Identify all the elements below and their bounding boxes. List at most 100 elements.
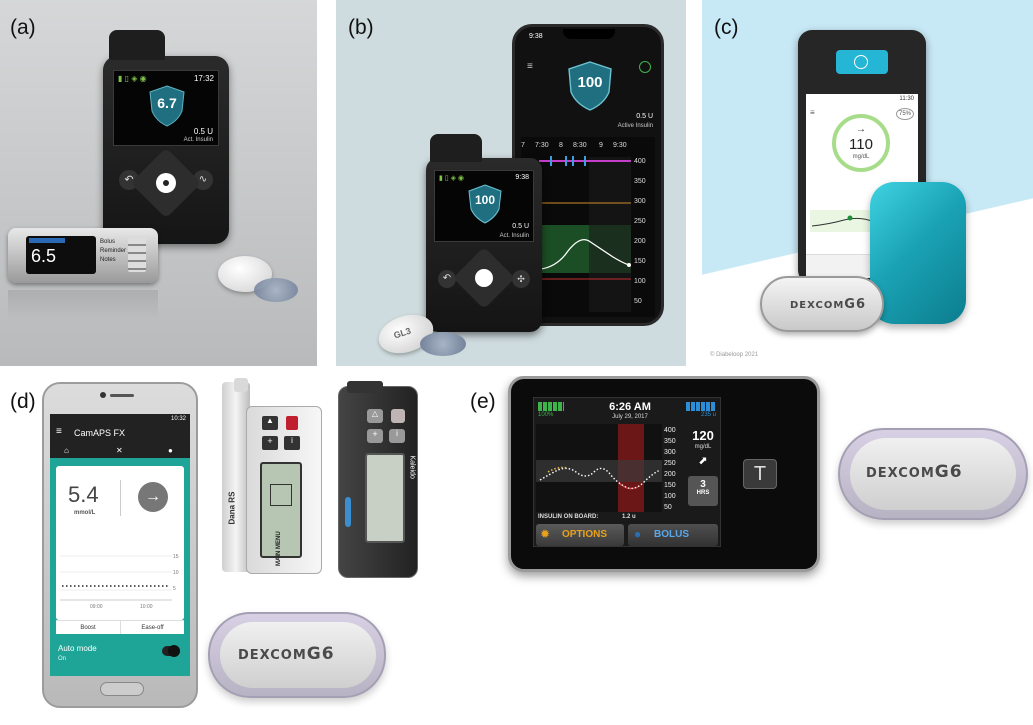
sensor-model: G6 [844, 297, 866, 312]
chart-level-1: 350 [634, 178, 646, 185]
chart-level-6: 100 [634, 278, 646, 285]
dexcom-sensor: DEXCOMG6 [760, 276, 884, 332]
iob-label: INSULIN ON BOARD: [538, 514, 599, 520]
app-name: CamAPS FX [74, 428, 126, 438]
kaleido-up-button[interactable]: △ [367, 409, 383, 423]
pump-time: 9:38 [515, 174, 529, 181]
gear-icon: ✹ [540, 527, 551, 541]
chart-level-5: 150 [634, 258, 646, 265]
stop-button[interactable] [286, 416, 298, 430]
up-button[interactable]: ▲ [262, 416, 278, 430]
sensor-brand: DEXCOM [238, 648, 307, 663]
copyright: © Diabeloop 2021 [710, 352, 759, 358]
dana-screen: MAIN MENU [260, 462, 302, 566]
sensor-model: G6 [306, 644, 335, 664]
battery-badge: 75% [895, 108, 914, 120]
phone-time: 11:30 [899, 96, 914, 102]
home-button[interactable] [100, 682, 144, 696]
options-label: OPTIONS [562, 529, 608, 540]
battery-percent: 100% [538, 412, 554, 418]
meter-glucose: 6.5 [31, 246, 57, 266]
sensor-brand: DEXCOM [790, 300, 845, 311]
chart-level-3: 250 [634, 218, 646, 225]
shield-icon [468, 184, 502, 224]
bolus-label: BOLUS [654, 529, 689, 540]
panel-label-a: (a) [10, 16, 36, 39]
meter-menu-bolus: Bolus [100, 239, 116, 245]
insulin-pump: ▮ ▯ ◈ ◉ 9:38 100 0.5 U Act. Insulin ↶ ✣ [426, 134, 542, 332]
chart-level-7: 50 [634, 298, 642, 305]
panel-c: (c) 11:30 ≡ 75% → 110 mg/dL DEXCOMG6 [702, 0, 1033, 366]
battery-indicator [538, 402, 564, 411]
panel-a: (a) ▮ ▯ ◈ ◉ 17:32 6.7 0.5 U Act. Insulin… [0, 0, 317, 366]
panel-label-b: (b) [348, 16, 374, 39]
dexcom-sensor: DEXCOMG6 [208, 612, 386, 698]
trend-arrow-button[interactable]: → [138, 482, 168, 512]
sync-icon[interactable] [639, 61, 651, 73]
level-50: 50 [664, 504, 672, 511]
back-button[interactable]: ↶ [438, 270, 456, 288]
smartphone: 10:32 ≡ CamAPS FX ⌂ ✕ ● 5.4 mmol/L → [42, 382, 198, 708]
insulin-pump: ▮ ▯ ◈ ◉ 17:32 6.7 0.5 U Act. Insulin ↶ ∿ [103, 30, 229, 244]
phone-glucose: 100 [577, 74, 603, 91]
select-button[interactable] [475, 269, 493, 287]
shield-icon [568, 61, 612, 111]
ease-off-button[interactable]: Ease-off [120, 620, 184, 634]
tslim-screen: 100% 6:26 AM July 29, 2017 235 u 400 350… [533, 397, 721, 547]
chart-time-1: 7:30 [535, 142, 549, 149]
chart-tick-15: 15 [173, 554, 179, 560]
pump-insulin: 0.5 U [512, 223, 529, 230]
chart-level-4: 200 [634, 238, 646, 245]
kaleido-stop-button[interactable] [391, 409, 405, 423]
level-150: 150 [664, 482, 676, 489]
pump-time: 17:32 [193, 74, 214, 83]
time: 6:26 AM [609, 401, 651, 413]
info-button[interactable]: i [284, 436, 300, 450]
t-logo-button[interactable]: T [743, 459, 777, 489]
meter-menu-notes: Notes [100, 257, 116, 263]
iob-value: 1.2 u [622, 514, 636, 520]
menu-button[interactable]: ✣ [512, 270, 530, 288]
pump-insulin: 0.5 U [193, 127, 213, 136]
kaleido-brand: Kaleido [408, 455, 416, 479]
chart-time-0: 09:00 [90, 604, 103, 610]
options-button[interactable]: ✹ OPTIONS [536, 524, 624, 546]
glucose-unit: mg/dL [852, 154, 870, 160]
boost-button[interactable]: Boost [56, 620, 120, 634]
dexcom-sensor: DEXCOMG6 [838, 428, 1028, 520]
chart-level-2: 300 [634, 198, 646, 205]
glucose-unit: mg/dL [694, 444, 712, 450]
pump-insulin-label: Act. Insulin [183, 137, 213, 143]
glucose-trend-chart: 7 7:30 8 8:30 9 9:30 400 350 300 250 200… [521, 137, 655, 317]
hamburger-icon[interactable]: ≡ [56, 426, 62, 437]
handheld-badge [836, 50, 888, 74]
hours-button[interactable]: 3 HRS [688, 476, 718, 506]
dana-brand: Dana [227, 504, 237, 525]
kaleido-plus-button[interactable]: + [367, 429, 383, 443]
level-200: 200 [664, 471, 676, 478]
sensor-brand: DEXCOM [866, 466, 935, 481]
drop-tab-icon[interactable]: ● [168, 446, 173, 455]
panel-label-e: (e) [470, 390, 496, 413]
trend-arrow-icon: ⬈ [698, 455, 708, 467]
tools-tab-icon[interactable]: ✕ [116, 446, 123, 455]
plus-button[interactable]: + [262, 436, 278, 450]
hamburger-icon[interactable]: ≡ [527, 61, 533, 72]
panel-label-d: (d) [10, 390, 36, 413]
hamburger-icon[interactable]: ≡ [810, 108, 815, 117]
auto-mode-state: On [58, 656, 67, 662]
sensor-model: G6 [934, 462, 963, 482]
app-header: 10:32 ≡ CamAPS FX ⌂ ✕ ● [50, 414, 190, 458]
insulin-units: 235 u [700, 412, 716, 418]
level-100: 100 [664, 493, 676, 500]
dana-menu: MAIN MENU [276, 531, 282, 566]
bolus-button[interactable]: ● BOLUS [628, 524, 718, 546]
auto-mode-toggle[interactable] [162, 645, 180, 657]
insulin-pod [870, 182, 966, 324]
kaleido-info-button[interactable]: i [389, 429, 405, 443]
panel-d: (d) 10:32 ≡ CamAPS FX ⌂ ✕ ● 5.4 mmol/L → [0, 376, 470, 725]
level-350: 350 [664, 438, 676, 445]
meter-buttons[interactable] [128, 238, 146, 272]
home-tab-icon[interactable]: ⌂ [64, 446, 69, 455]
chart-time-1: 10:00 [140, 604, 153, 610]
